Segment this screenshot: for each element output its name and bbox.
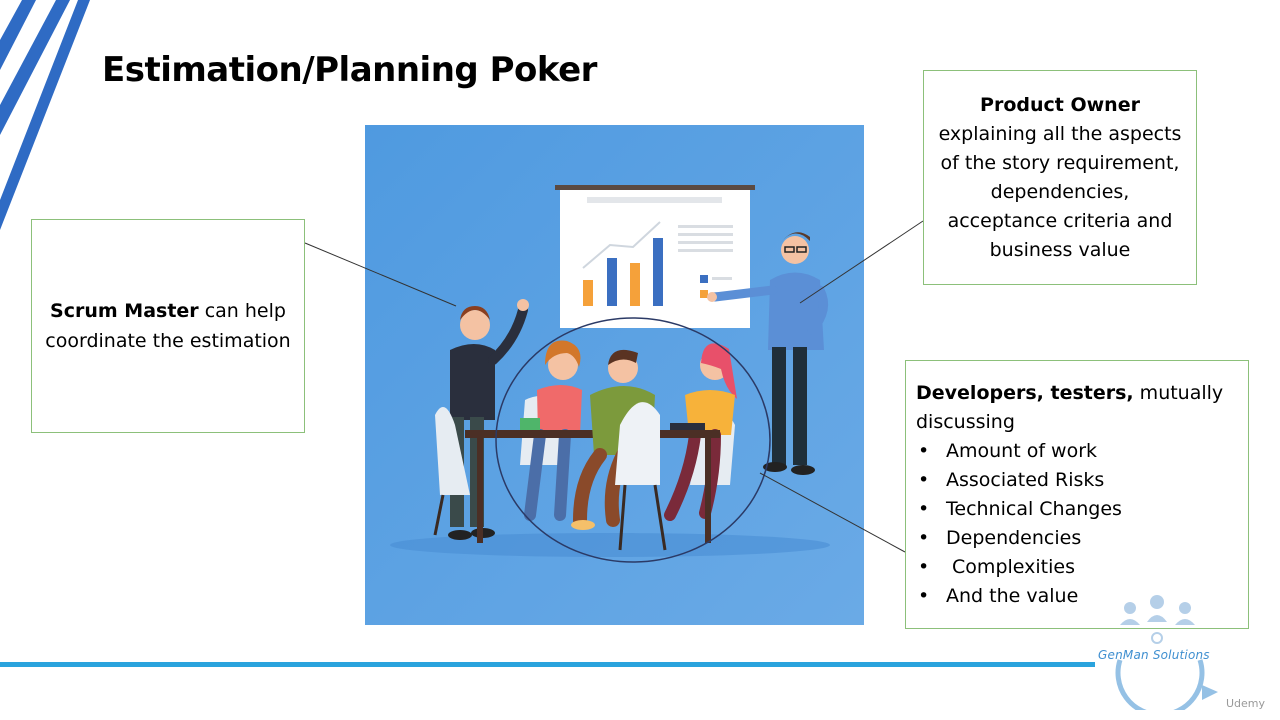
list-item: • Technical Changes <box>916 495 1238 524</box>
udemy-watermark: Udemy <box>1226 697 1266 710</box>
product-owner-line: dependencies, <box>990 181 1130 203</box>
slide-title: Estimation/Planning Poker <box>102 50 597 90</box>
team-meeting-illustration <box>365 125 864 625</box>
scrum-master-callout: Scrum Master can help coordinate the est… <box>31 219 305 433</box>
product-owner-line: business value <box>989 239 1131 261</box>
product-owner-heading: Product Owner <box>980 94 1140 116</box>
product-owner-line: acceptance criteria and <box>947 210 1173 232</box>
developers-description: mutually discussing <box>916 382 1224 433</box>
discussion-topics-list: • Amount of work • Associated Risks • Techn… <box>916 437 1238 611</box>
bullet: • <box>918 527 930 549</box>
list-item-text: And the value <box>946 585 1079 607</box>
genman-logo-icon <box>1115 595 1218 710</box>
product-owner-callout: Product Owner explaining all the aspects… <box>923 70 1197 285</box>
developers-intro: Developers, testers, mutually discussing <box>916 379 1238 437</box>
list-item: • Associated Risks <box>916 466 1238 495</box>
list-item-text: Associated Risks <box>946 469 1105 491</box>
developers-testers-callout: Developers, testers, mutually discussing… <box>905 360 1249 629</box>
list-item: • Complexities <box>916 553 1238 582</box>
list-item-text: Technical Changes <box>946 498 1122 520</box>
bullet: • <box>918 498 930 520</box>
bullet: • <box>918 585 930 607</box>
list-item: • And the value <box>916 582 1238 611</box>
scrum-master-description: can help coordinate the estimation <box>45 300 291 352</box>
list-item-text: Complexities <box>946 556 1075 578</box>
list-item-text: Amount of work <box>946 440 1098 462</box>
scrum-master-label: Scrum Master <box>50 300 199 322</box>
developers-label: Developers, testers, <box>916 382 1134 404</box>
bullet: • <box>918 556 930 578</box>
list-item-text: Dependencies <box>946 527 1082 549</box>
list-item: • Amount of work <box>916 437 1238 466</box>
corner-stripes-decoration <box>0 0 90 230</box>
bullet: • <box>918 469 930 491</box>
list-item: • Dependencies <box>916 524 1238 553</box>
bottom-accent-line <box>0 662 1095 667</box>
product-owner-line: explaining all the aspects <box>938 123 1182 145</box>
scrum-master-text: Scrum Master can help coordinate the est… <box>40 296 296 356</box>
bullet: • <box>918 440 930 462</box>
genman-logo-text: GenMan Solutions <box>1098 648 1210 662</box>
product-owner-line: of the story requirement, <box>940 152 1180 174</box>
